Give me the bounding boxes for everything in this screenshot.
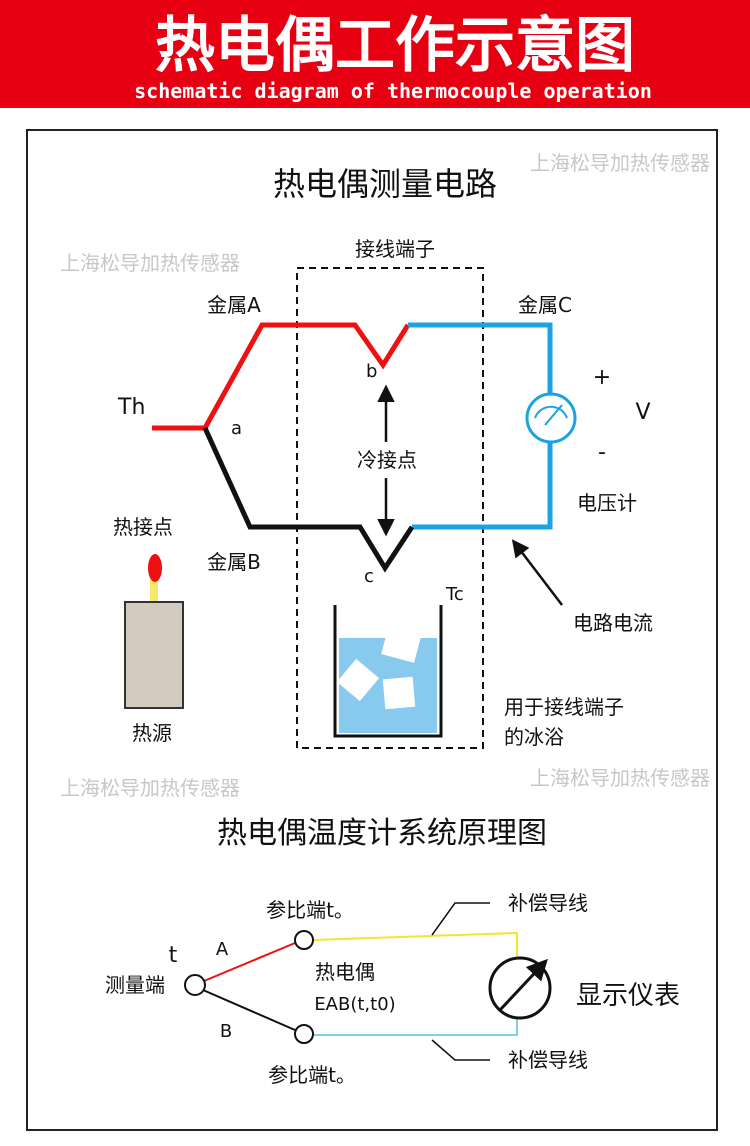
ice-bath-line1: 用于接线端子 [504,695,624,719]
display-label: 显示仪表 [576,981,680,1011]
current-label: 电路电流 [573,611,653,635]
point-b-label: b [366,361,377,382]
wire-b [202,989,296,1031]
reference-junction-top [294,930,314,950]
watermark: 上海松导加热传感器 [60,776,240,800]
measuring-end-label: 测量端 [105,973,165,997]
point-c-label: c [364,566,374,587]
content-frame [26,129,718,1131]
header-subtitle: schematic diagram of thermocouple operat… [134,79,652,103]
plus-sign: + [593,365,611,390]
tc-label: Tc [445,584,464,605]
emf-label: EAB(t,t0) [314,994,395,1015]
metal-a-label: 金属A [207,293,261,317]
watermark: 上海松导加热传感器 [530,151,710,175]
reference-top-label: 参比端t。 [266,898,354,922]
system-title: 热电偶温度计系统原理图 [217,816,547,851]
point-a-label: a [231,418,242,439]
metal-b-wire [202,426,415,573]
heat-source-label: 热源 [132,721,172,745]
compensation-bottom-label: 补偿导线 [508,1048,588,1072]
ice-bath-line2: 的冰浴 [504,725,564,749]
cold-junction-label: 冷接点 [357,448,417,472]
measuring-junction [184,974,206,996]
wire-b-label: B [220,1021,232,1042]
callout-line-bottom [431,1039,490,1061]
t-label: t [169,943,178,968]
th-label: Th [117,395,145,420]
terminal-label: 接线端子 [355,237,435,261]
wire-a [203,942,296,982]
watermark: 上海松导加热传感器 [60,251,240,275]
metal-c-label: 金属C [518,293,572,317]
ice-bath-beaker [333,605,443,738]
reference-junction-bottom [294,1024,314,1044]
header-title: 热电偶工作示意图 [155,11,635,81]
hot-junction-label: 热接点 [113,515,173,539]
compensation-top-label: 补偿导线 [508,891,588,915]
thermocouple-label: 热电偶 [315,960,375,984]
minus-sign: - [598,440,606,465]
compensation-wire-bottom [312,1016,518,1036]
v-label: V [635,400,650,425]
terminal-block-dashed [296,267,484,749]
voltmeter-label: 电压计 [577,491,637,515]
metal-b-label: 金属B [207,550,261,574]
display-meter-icon [488,956,552,1020]
circuit-title: 热电偶测量电路 [273,165,497,203]
reference-bottom-label: 参比端t。 [268,1063,356,1087]
candle-icon [124,554,184,709]
wire-a-label: A [216,939,229,960]
current-arrow [511,539,563,606]
compensation-wire-top [311,931,518,960]
voltmeter-icon [525,392,577,444]
metal-a-wire [152,322,411,431]
header-banner [0,0,750,108]
callout-line-top [431,902,490,936]
watermark: 上海松导加热传感器 [530,766,710,790]
